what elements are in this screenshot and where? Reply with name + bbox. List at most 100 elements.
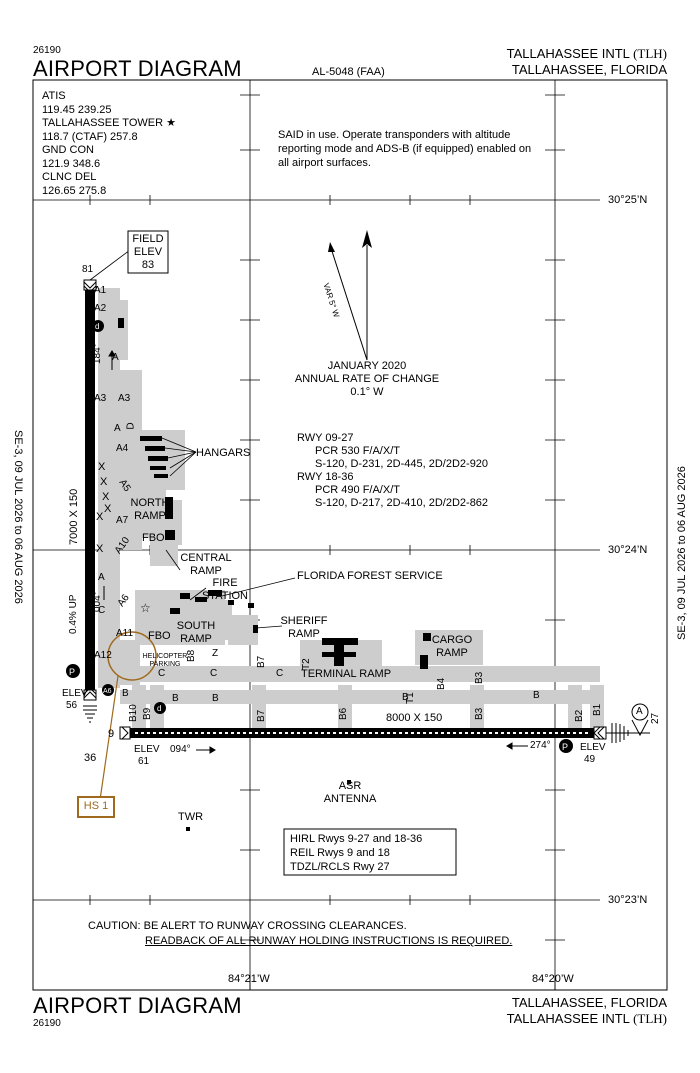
taxiway-c (120, 666, 600, 682)
clearance-freq: 126.65 275.8 (42, 184, 107, 197)
tower-label: TALLAHASSEE TOWER ★ (42, 117, 176, 129)
twy-a12: A12 (94, 650, 112, 661)
lighting-notes: HIRL Rwys 9-27 and 18-36 REIL Rwys 9 and… (290, 833, 423, 873)
al-number: AL-5048 (FAA) (312, 66, 385, 78)
rwy-1836-dimensions: 7000 X 150 (68, 488, 80, 545)
twy-d: D (125, 422, 137, 430)
terminal-ramp-label: TERMINAL RAMP (301, 668, 392, 680)
south-ramp-label: SOUTH RAMP (176, 620, 216, 645)
footer-title: AIRPORT DIAGRAM (33, 993, 242, 1018)
twy-b3-south: B3 (474, 707, 485, 720)
central-ramp-label: CENTRAL RAMP (180, 552, 232, 577)
twy-b-4: B (533, 690, 540, 701)
twy-c-1: C (158, 668, 166, 679)
airport-name-top: TALLAHASSEE INTL (TLH) (506, 46, 667, 61)
runway-27-label: 27 (650, 712, 661, 724)
airport-name-bottom: TALLAHASSEE INTL (TLH) (506, 1011, 667, 1026)
field-elevation: FIELD ELEV 83 (132, 233, 164, 271)
twy-b1: B1 (592, 703, 603, 716)
runway-strength-notes: RWY 09-27 PCR 530 F/A/X/T S-120, D-231, … (297, 432, 489, 509)
twy-b4: B4 (436, 677, 447, 690)
twy-a11: A11 (116, 628, 134, 639)
svg-text:X: X (96, 511, 104, 523)
lon-right-label: 84°20’W (532, 973, 574, 985)
frequency-block: ATIS 119.45 239.25 TALLAHASSEE TOWER ★ 1… (42, 90, 176, 198)
twy-a-north: A (112, 352, 119, 363)
north-ramp-label: NORTH RAMP (130, 497, 170, 522)
twy-c-west: C (98, 605, 106, 616)
twy-b-3: B (402, 692, 409, 703)
twy-a-mid: A (114, 423, 121, 434)
sheriff-ramp-label: SHERIFF RAMP (280, 615, 328, 640)
tower-marker (186, 827, 190, 831)
page-title: AIRPORT DIAGRAM (33, 56, 242, 81)
twy-b-1: B (172, 693, 179, 704)
svg-text:A6: A6 (103, 688, 112, 695)
svg-text:X: X (102, 491, 110, 503)
airport-location-top: TALLAHASSEE, FLORIDA (511, 62, 667, 77)
florida-forest-label: FLORIDA FOREST SERVICE (297, 570, 443, 582)
hangars-label: HANGARS (196, 447, 251, 459)
twy-b7-north: B7 (256, 655, 267, 668)
threshold-81: 81 (82, 264, 94, 275)
helicopter-parking-label: HELICOPTER PARKING (142, 653, 188, 668)
twy-t1: T1 (405, 692, 416, 704)
runway-18-36 (83, 279, 97, 723)
clearance-label: CLNC DEL (42, 171, 97, 183)
svg-text:P: P (69, 667, 75, 677)
twy-a-south: A (98, 572, 105, 583)
twy-b-west: B (122, 688, 129, 699)
tower-label: TWR (178, 811, 204, 823)
twy-c-2: C (210, 668, 218, 679)
north-arrows (328, 230, 372, 361)
svg-text:P: P (562, 742, 568, 752)
cargo-ramp-label: CARGO RAMP (431, 634, 473, 659)
runway-direction-arrows (103, 350, 528, 754)
taxiway-b (120, 690, 600, 704)
heading-184: 184° (92, 343, 103, 364)
field-elev-box (127, 230, 169, 274)
symbols: d d P P A6 l l (66, 320, 573, 858)
twy-t2: T2 (301, 658, 312, 670)
twy-b2: B2 (574, 709, 585, 722)
lat-top-label: 30°25’N (608, 194, 648, 206)
lighting-box (283, 828, 457, 876)
tower-freq: 118.7 (CTAF) 257.8 (42, 130, 138, 143)
fbo-north-label: FBO (142, 532, 165, 544)
svg-text:X: X (96, 543, 104, 555)
diagram-frame (32, 79, 668, 991)
magvar-note: JANUARY 2020 ANNUAL RATE OF CHANGE 0.1° … (294, 360, 440, 398)
grid-ticks (89, 94, 565, 990)
volume-number-bottom: 26190 (33, 1018, 61, 1029)
fbo-south-label: FBO (148, 630, 171, 642)
twy-b-2: B (212, 693, 219, 704)
lat-bottom-label: 30°23’N (608, 894, 648, 906)
hotspot-hs1-leader (99, 675, 119, 801)
terminal-building (322, 638, 358, 645)
svg-text:X: X (98, 461, 106, 473)
twy-a2: A2 (94, 303, 107, 314)
twy-a7: A7 (116, 515, 129, 526)
airport-location-bottom: TALLAHASSEE, FLORIDA (511, 995, 667, 1010)
atis-label: ATIS (42, 90, 66, 102)
runway-slope: 0.4% UP (68, 594, 79, 634)
leader-lines (161, 437, 296, 629)
circle-a-label: A (636, 706, 643, 717)
twy-b10: B10 (128, 704, 139, 722)
twy-b7-south: B7 (256, 709, 267, 722)
hotspot-hs1-label: HS 1 (83, 800, 109, 812)
svg-text:X: X (100, 476, 108, 488)
fire-station-star: ☆ (140, 601, 151, 615)
twy-a4: A4 (116, 443, 129, 454)
ground-label: GND CON (42, 144, 94, 156)
lat-mid-label: 30°24’N (608, 544, 648, 556)
central-ramp (150, 538, 178, 566)
hs1-box (77, 796, 115, 818)
svg-text:d: d (157, 704, 161, 713)
lon-left-label: 84°21’W (228, 973, 270, 985)
